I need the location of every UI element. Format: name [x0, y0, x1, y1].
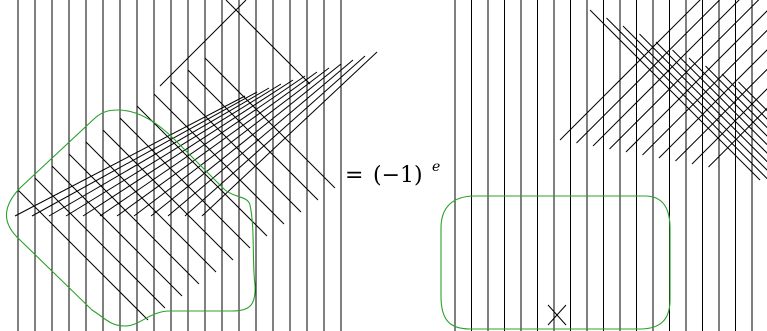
right-crossing: [622, 25, 767, 171]
right-crossing: [708, 107, 767, 168]
left-crossing: [116, 71, 318, 217]
left-braid-diagram: [14, 0, 378, 331]
equation-base: (−1): [373, 163, 423, 188]
right-crossing: [547, 304, 567, 326]
left-crossing: [159, 0, 247, 87]
right-braid-diagram: [454, 0, 767, 331]
right-crossing: [672, 49, 767, 146]
left-crossing: [34, 177, 166, 309]
left-crossing: [170, 81, 302, 213]
left-crossing: [48, 87, 270, 217]
left-highlight-region: [5, 109, 256, 327]
left-crossing: [14, 95, 246, 217]
left-crossing: [68, 153, 200, 285]
left-crossing: [136, 105, 268, 237]
left-crossing: [51, 165, 183, 297]
right-crossing: [576, 0, 721, 144]
left-crossing: [85, 141, 217, 273]
left-crossing: [82, 79, 294, 217]
right-crossing: [655, 41, 767, 154]
right-crossing: [705, 65, 767, 129]
right-crossing: [609, 0, 760, 150]
left-crossing: [167, 59, 354, 217]
left-crossing: [153, 93, 285, 225]
right-crossing: [658, 49, 767, 159]
left-crossing: [225, 0, 311, 85]
right-crossing: [688, 57, 767, 137]
left-crossing: [201, 51, 378, 217]
right-crossing: [625, 10, 767, 153]
right-crossing: [721, 73, 767, 120]
right-crossing: [675, 68, 767, 162]
left-crossing: [184, 55, 366, 217]
left-crossing: [99, 75, 306, 217]
equation-exponent: e: [432, 159, 440, 175]
right-crossing: [606, 17, 767, 180]
left-crossing: [102, 129, 234, 261]
left-crossing: [119, 117, 251, 249]
right-highlight-region: [440, 195, 671, 330]
left-crossing: [150, 63, 342, 217]
right-crossing: [589, 9, 761, 181]
right-crossing: [639, 33, 767, 163]
left-crossing: [31, 91, 258, 217]
left-crossing: [17, 189, 149, 321]
right-crossing: [559, 0, 701, 141]
right-crossing: [592, 0, 740, 147]
right-crossing: [738, 81, 767, 112]
left-crossing: [204, 57, 336, 189]
left-crossing: [187, 69, 319, 201]
left-crossing: [65, 83, 282, 217]
right-crossing: [642, 29, 767, 156]
equation-relation: =: [345, 163, 363, 188]
